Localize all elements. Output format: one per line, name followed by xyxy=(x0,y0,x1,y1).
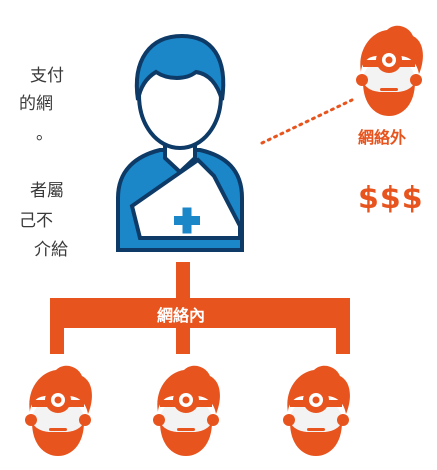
text-line: 。 xyxy=(36,124,53,144)
text-line: 己不 xyxy=(19,211,53,231)
network-leg-left xyxy=(50,322,64,354)
out-of-network-label: 網絡外 xyxy=(358,128,407,147)
doctor-in-network-left xyxy=(25,365,92,456)
in-network-label: 網絡內 xyxy=(157,306,206,325)
dotted-connector xyxy=(260,98,354,145)
network-leg-right xyxy=(336,322,350,354)
text-line: 支付 xyxy=(30,66,64,86)
doctor-out-of-network xyxy=(356,25,423,116)
patient-icon xyxy=(116,33,244,252)
cost-label: $$$ xyxy=(358,181,424,216)
doctor-in-network-right xyxy=(283,365,350,456)
network-stem xyxy=(176,262,190,304)
network-bar xyxy=(50,298,350,328)
text-line: 的網 xyxy=(19,94,53,114)
network-leg-center xyxy=(176,322,190,354)
text-line: 介給 xyxy=(34,240,68,260)
text-line: 者屬 xyxy=(30,181,64,201)
doctor-in-network-center xyxy=(153,365,220,456)
